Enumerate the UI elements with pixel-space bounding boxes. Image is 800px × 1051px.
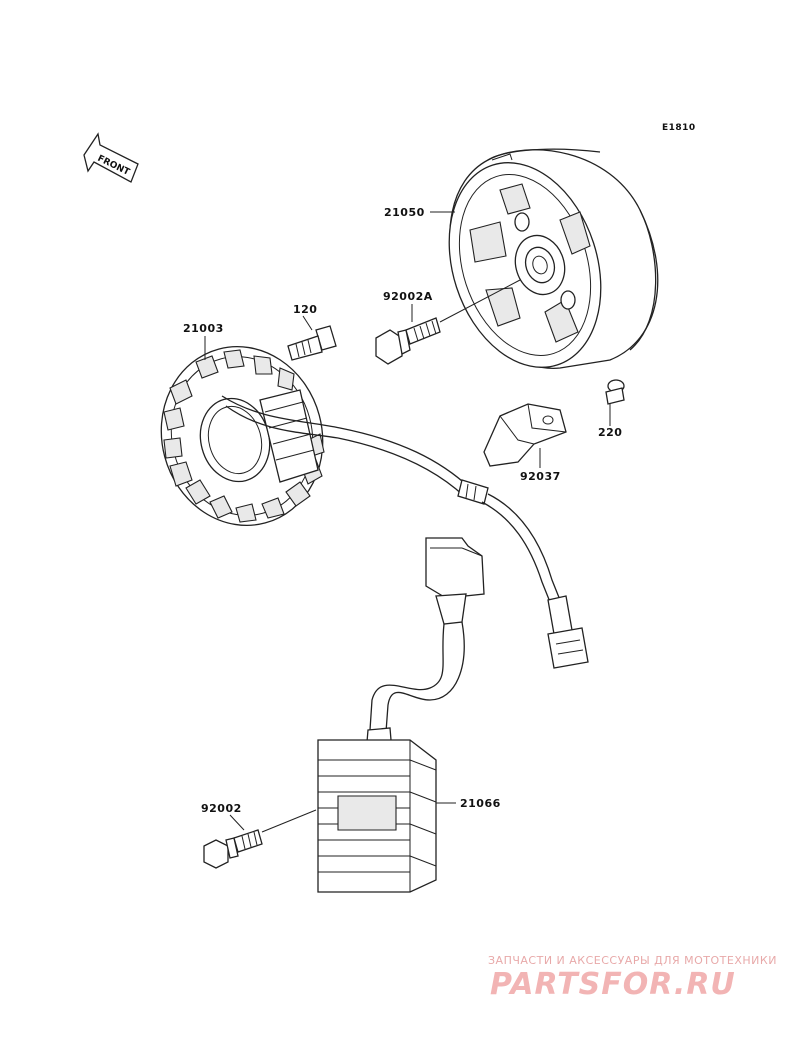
stator-wire-harness bbox=[221, 395, 589, 669]
part-label-92002: 92002 bbox=[201, 802, 242, 815]
part-label-92037: 92037 bbox=[520, 470, 561, 483]
front-arrow-icon: FRONT bbox=[83, 132, 139, 183]
regulator-bolt-leader bbox=[229, 814, 245, 831]
regulator-drawing bbox=[317, 537, 485, 893]
stator-drawing bbox=[160, 345, 325, 527]
part-label-21050: 21050 bbox=[384, 206, 425, 219]
part-label-120: 120 bbox=[293, 303, 317, 316]
part-label-92002A: 92002A bbox=[383, 290, 433, 303]
diagram-code: E1810 bbox=[662, 123, 696, 133]
stator-bolt-drawing bbox=[287, 325, 337, 361]
part-label-220: 220 bbox=[598, 426, 622, 439]
part-label-21003: 21003 bbox=[183, 322, 224, 335]
flywheel-bolt-axis bbox=[439, 279, 521, 323]
bracket-drawing bbox=[483, 403, 567, 467]
stator-bolt-leader bbox=[302, 315, 313, 331]
regulator-bolt-axis bbox=[261, 809, 317, 833]
part-label-21066: 21066 bbox=[460, 797, 501, 810]
flywheel-drawing bbox=[448, 148, 659, 369]
regulator-bolt-drawing bbox=[203, 829, 263, 869]
watermark-tagline: ЗАПЧАСТИ И АКСЕССУАРЫ ДЛЯ МОТОТЕХНИКИ bbox=[488, 954, 777, 967]
bracket-screw-drawing bbox=[605, 379, 625, 405]
watermark-brand: PARTSFOR.RU bbox=[490, 967, 736, 1002]
flywheel-bolt-drawing bbox=[375, 317, 441, 365]
